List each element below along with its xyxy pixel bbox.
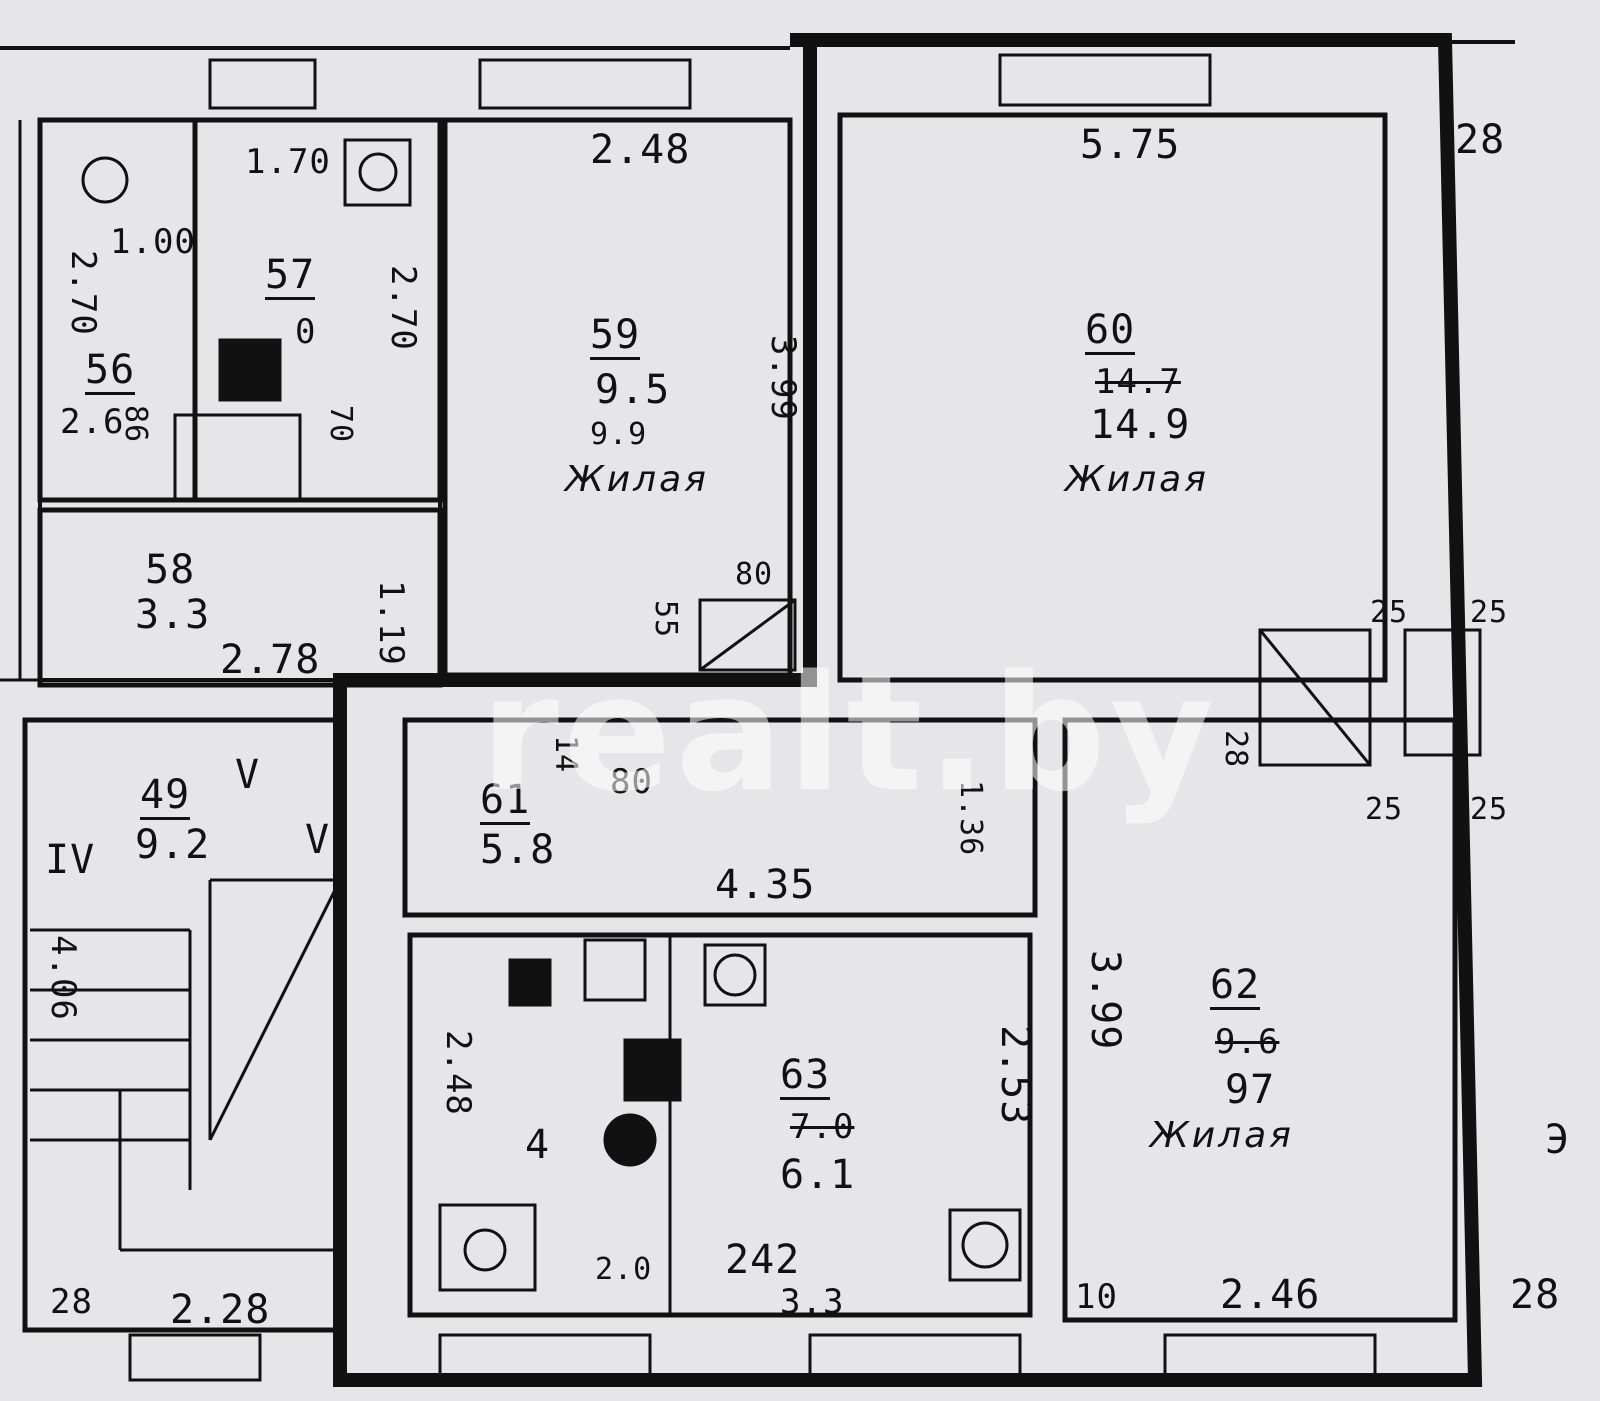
dim-3-3: 3.3 <box>780 1282 845 1322</box>
room-63-area: 6.1 <box>780 1152 856 1198</box>
dim-1-19: 1.19 <box>371 580 411 666</box>
room-61-area: 5.8 <box>480 827 556 873</box>
dim-86: 86 <box>118 405 153 444</box>
room-62-id: 62 <box>1210 962 1261 1010</box>
room-62-type: Жилая <box>1150 1115 1294 1156</box>
dim-4-06: 4.06 <box>43 935 83 1021</box>
room-61-id: 61 <box>480 777 531 825</box>
room-63-id: 63 <box>780 1052 831 1100</box>
room-59-type: Жилая <box>565 459 709 500</box>
dim-25-d: 25 <box>1470 792 1509 827</box>
watermark: realt.by <box>480 640 1219 827</box>
dim-1-70: 1.70 <box>245 142 331 182</box>
dim-28-a: 28 <box>1455 117 1506 163</box>
room-59-area-corrected: 9.9 <box>590 417 648 452</box>
room-60-area-struck: 14.7 <box>1095 362 1181 402</box>
room-56-id: 56 <box>85 347 136 395</box>
room-57-id: 57 <box>265 252 316 300</box>
room-49-area: 9.2 <box>135 822 211 868</box>
room-60-area: 14.9 <box>1090 402 1191 448</box>
dim-3-99-b: 3.99 <box>1082 950 1128 1051</box>
dim-2-0: 2.0 <box>595 1252 653 1287</box>
stair-mark-v-b: V <box>305 817 331 863</box>
dim-4: 4 <box>525 1122 551 1168</box>
stair-mark-v-a: V <box>235 752 261 798</box>
room-56-area: 2.6 <box>60 402 125 442</box>
dim-242: 242 <box>725 1237 801 1283</box>
room-62-area-struck: 9.6 <box>1215 1022 1280 1062</box>
dim-3-99-a: 3.99 <box>763 335 803 421</box>
room-58-id: 58 <box>145 547 196 593</box>
dim-80-a: 80 <box>735 557 774 592</box>
dim-2-70-a: 2.70 <box>63 250 103 336</box>
room-60-type: Жилая <box>1065 459 1209 500</box>
dim-25-c: 25 <box>1470 595 1509 630</box>
dim-28-d: 28 <box>50 1282 93 1322</box>
dim-25-a: 25 <box>1370 595 1409 630</box>
dim-2-78: 2.78 <box>220 637 321 683</box>
dim-28-c: 28 <box>1510 1272 1561 1318</box>
room-49-id: 49 <box>140 772 191 820</box>
dim-1-00: 1.00 <box>110 222 196 262</box>
dim-5-75: 5.75 <box>1080 122 1181 168</box>
stair-mark-iv: IV <box>45 837 96 883</box>
room-57-area: 0 <box>295 312 317 352</box>
room-58-area: 3.3 <box>135 592 211 638</box>
dim-55: 55 <box>648 600 683 639</box>
dim-2-53: 2.53 <box>992 1025 1038 1126</box>
dim-2-70-b: 2.70 <box>383 265 423 351</box>
dim-4-35: 4.35 <box>715 862 816 908</box>
dim-2-48: 2.48 <box>590 127 691 173</box>
room-59-id: 59 <box>590 312 641 360</box>
room-62-area: 97 <box>1225 1067 1276 1113</box>
room-59-area: 9.5 <box>595 367 671 413</box>
dim-2-46: 2.46 <box>1220 1272 1321 1318</box>
room-60-id: 60 <box>1085 307 1136 355</box>
dim-10: 10 <box>1075 1277 1118 1317</box>
dim-25-b: 25 <box>1365 792 1404 827</box>
dim-28-b: 28 <box>1218 730 1253 769</box>
room-63-area-struck: 7.0 <box>790 1107 855 1147</box>
dim-2-48-kitchen: 2.48 <box>438 1030 478 1116</box>
dim-70: 70 <box>323 405 358 444</box>
side-mark: Э <box>1545 1117 1571 1163</box>
dim-2-28: 2.28 <box>170 1287 271 1333</box>
dim-80-b: 80 <box>610 762 653 802</box>
